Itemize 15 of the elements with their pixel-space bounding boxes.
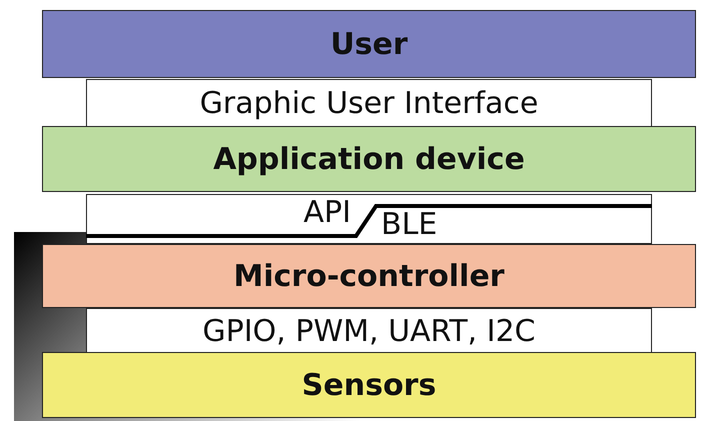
- layer-bar: [42, 244, 696, 308]
- interface-bar: [86, 308, 652, 354]
- interface-bar: [86, 194, 652, 244]
- interface-bar: [86, 79, 652, 127]
- layer-label: API: [304, 197, 351, 229]
- layer-label: BLE: [381, 209, 438, 241]
- layer-label: User: [330, 26, 408, 62]
- layer-label: Graphic User Interface: [200, 86, 538, 120]
- layer-bar: [42, 10, 696, 78]
- layer-label: GPIO, PWM, UART, I2C: [202, 314, 536, 348]
- layer-bar: [42, 126, 696, 192]
- layer-bar: [42, 352, 696, 418]
- layer-label: Micro-controller: [234, 258, 504, 294]
- layer-label: Sensors: [302, 368, 436, 402]
- layer-label: Application device: [213, 142, 525, 176]
